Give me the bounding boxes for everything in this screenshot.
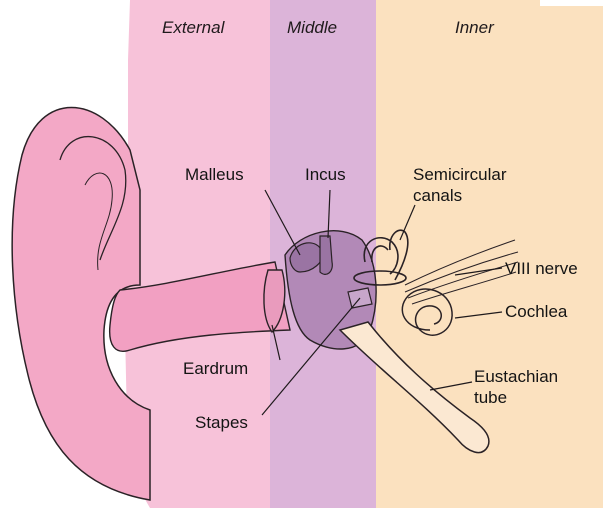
region-title-middle: Middle [287,18,337,38]
label-eardrum: Eardrum [183,358,248,379]
region-title-inner: Inner [455,18,494,38]
label-semicircular-canals: Semicircular canals [413,164,507,206]
inner-region-band [376,0,603,508]
label-malleus: Malleus [185,164,244,185]
label-cochlea: Cochlea [505,301,567,322]
label-semicircular-line2: canals [413,185,507,206]
label-semicircular-line1: Semicircular [413,164,507,185]
label-eustachian-line1: Eustachian [474,366,558,387]
top-right-blank [540,0,603,6]
incus-bone [320,236,332,274]
label-incus: Incus [305,164,346,185]
label-eustachian-line2: tube [474,387,558,408]
label-stapes: Stapes [195,412,248,433]
label-eustachian-tube: Eustachian tube [474,366,558,408]
region-title-external: External [162,18,224,38]
label-viii-nerve: VIII nerve [505,258,578,279]
